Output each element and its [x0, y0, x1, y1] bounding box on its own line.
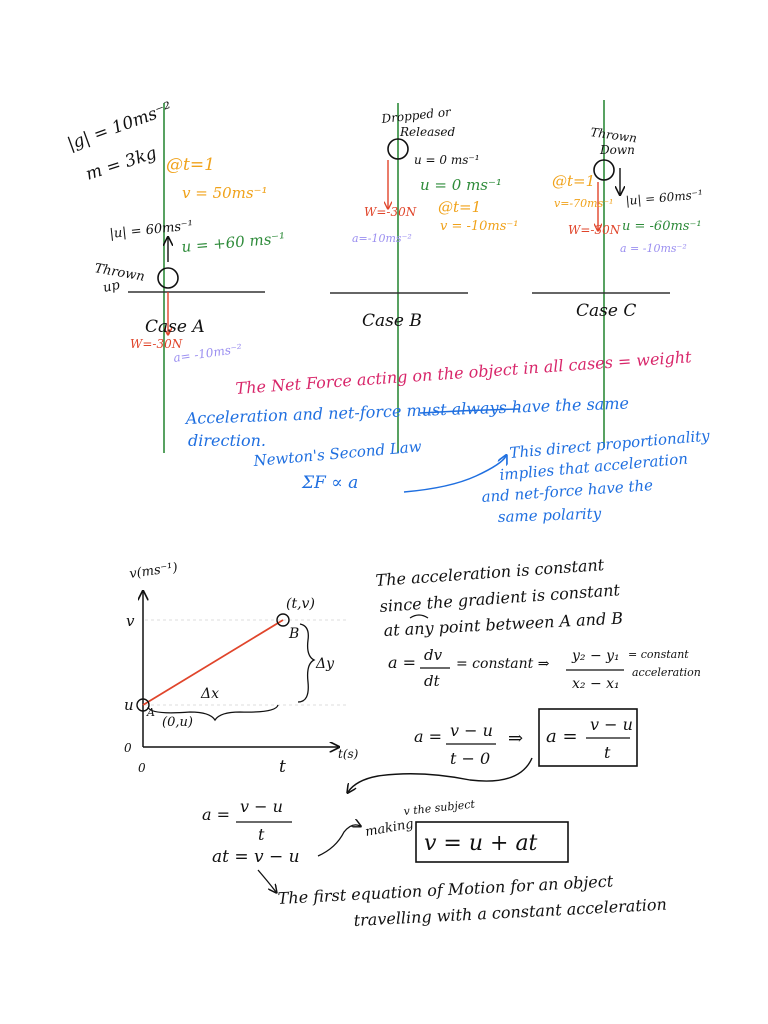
a1-lhs: a = — [414, 727, 442, 746]
case-b-u: u = 0 ms⁻¹ — [420, 176, 502, 194]
eq-const-accel-2: acceleration — [632, 666, 701, 679]
tick-0-y: 0 — [124, 741, 132, 755]
case-a-ball — [157, 267, 179, 289]
a2-den: t — [258, 825, 265, 844]
note-newton: Newton's Second Law — [252, 437, 423, 470]
case-c-title-1: Thrown — [590, 125, 638, 145]
given-g: |g| = 10ms⁻² — [65, 98, 175, 154]
point-a-coord: (0,u) — [162, 715, 193, 730]
box-to-rearrange-arrow — [348, 757, 533, 792]
proportionality-arrow — [403, 456, 506, 493]
tick-0-x: 0 — [138, 761, 146, 775]
boxed-acceleration — [538, 708, 638, 767]
case-a-a: a= -10ms⁻² — [172, 341, 242, 364]
case-c-v: v=-70ms⁻¹ — [554, 197, 613, 210]
case-c-at-t: @t=1 — [552, 172, 595, 190]
must-always-underline — [419, 408, 521, 414]
tick-t: t — [279, 757, 286, 777]
case-c-a: a = -10ms⁻² — [620, 242, 687, 255]
case-c-label: Case C — [576, 301, 636, 321]
point-b-marker — [276, 613, 290, 627]
dx-label: Δx — [200, 686, 219, 702]
eq-y: y₂ − y₁ — [571, 648, 620, 664]
case-a-label: Case A — [145, 317, 205, 337]
point-b-label: B — [288, 626, 299, 642]
case-a-at-t: @t=1 — [166, 155, 215, 175]
case-b-w: W=-30N — [364, 205, 417, 219]
graph-x-label: t(s) — [338, 747, 359, 761]
making-arrow — [317, 825, 360, 857]
case-b-label: Case B — [362, 311, 422, 331]
velocity-line — [142, 619, 284, 706]
case-b-ball — [387, 138, 409, 160]
case-c-title-2: Down — [599, 143, 635, 157]
case-b-v: v = -10ms⁻¹ — [440, 219, 519, 234]
case-c-w: W=-30N — [568, 223, 621, 237]
case-a-u: u = +60 ms⁻¹ — [181, 229, 286, 256]
final-equation: v = u + at — [424, 831, 538, 856]
point-b-coord: (t,v) — [286, 596, 315, 612]
final-equation-box — [415, 821, 569, 863]
case-b-title-1: Dropped or — [380, 105, 453, 126]
box-den: t — [604, 743, 611, 762]
case-c-ball — [593, 159, 615, 181]
a1-num: v − u — [450, 721, 493, 740]
case-b-u0: u = 0 ms⁻¹ — [414, 153, 480, 167]
eq-a: a = — [388, 653, 416, 672]
making-1: making — [364, 817, 415, 840]
note-sum-f: ΣF ∝ a — [301, 473, 358, 493]
note-accel-2: direction. — [188, 431, 266, 450]
case-c-u: u = -60ms⁻¹ — [622, 219, 702, 234]
case-a-w: W=-30N — [130, 337, 183, 351]
point-a-marker — [136, 698, 150, 712]
a2-num: v − u — [240, 797, 283, 816]
a1-den: t − 0 — [450, 749, 490, 768]
tick-u: u — [124, 696, 134, 714]
at-line: at = v − u — [212, 847, 300, 867]
making-2: v the subject — [403, 798, 476, 818]
case-a-thrown-2: up — [102, 278, 122, 296]
caption-arrow — [257, 869, 276, 892]
eq-x: x₂ − x₁ — [572, 676, 620, 692]
eq-const: = constant ⇒ — [456, 656, 550, 672]
note-net-force: The Net Force acting on the object in al… — [235, 347, 693, 398]
note-accel-1: Acceleration and net-force must always h… — [183, 394, 629, 429]
dy-label: Δy — [315, 656, 335, 672]
case-b-title-2: Released — [399, 125, 455, 139]
dy-brace — [297, 623, 316, 703]
tick-v: v — [126, 612, 135, 630]
eq-const-accel-1: = constant — [628, 648, 689, 661]
graph-y-label: v(ms⁻¹) — [128, 560, 178, 582]
a1-arrow: ⇒ — [508, 728, 523, 749]
box-num: v − u — [590, 715, 633, 734]
a2-lhs: a = — [202, 805, 230, 824]
eq-dv: dv — [424, 646, 443, 664]
box-lhs: a = — [546, 726, 578, 747]
dx-brace — [147, 704, 279, 722]
case-b-a: a=-10ms⁻² — [352, 232, 412, 245]
note-prop-4: same polarity — [498, 504, 602, 526]
given-m: m = 3kg — [83, 143, 159, 185]
case-b-at-t: @t=1 — [438, 198, 481, 216]
eq-dt: dt — [424, 672, 441, 690]
case-a-v: v = 50ms⁻¹ — [182, 184, 268, 202]
any-mark — [409, 614, 429, 619]
point-a-label: A — [146, 706, 155, 719]
case-c-u-mag: |u| = 60ms⁻¹ — [625, 187, 703, 208]
